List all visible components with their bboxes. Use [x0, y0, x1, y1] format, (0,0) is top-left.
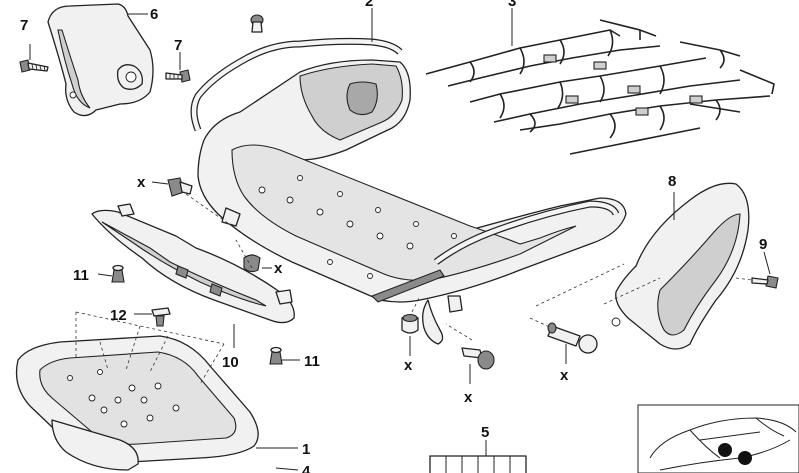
bushing-x-right[interactable] — [547, 322, 598, 354]
callout-9[interactable]: 9 — [759, 236, 767, 253]
part-8-side-cover[interactable] — [611, 182, 750, 350]
car-location-thumbnail — [637, 404, 799, 473]
leader-lines — [29, 8, 771, 471]
assembly-lines — [75, 193, 753, 385]
callout-7-left[interactable]: 7 — [20, 17, 28, 34]
callout-3[interactable]: 3 — [508, 0, 516, 10]
callout-x-bushing[interactable]: x — [404, 357, 413, 374]
callout-6[interactable]: 6 — [150, 6, 158, 23]
callout-5[interactable]: 5 — [481, 424, 489, 441]
callout-1[interactable]: 1 — [302, 441, 310, 458]
callout-x-clip-left[interactable]: x — [137, 174, 146, 191]
callout-x-clip-center[interactable]: x — [274, 260, 283, 277]
clip-x-left[interactable] — [167, 177, 193, 197]
callout-x-bushing-right[interactable]: x — [560, 367, 569, 384]
callout-8[interactable]: 8 — [668, 173, 676, 190]
bushing-x-lower[interactable] — [401, 313, 419, 334]
part-10-front-trim[interactable] — [91, 203, 295, 324]
spring-clips — [543, 54, 703, 116]
part-5-kit-box[interactable] — [429, 455, 527, 473]
part-3-spring-mat[interactable] — [425, 19, 775, 155]
callout-10[interactable]: 10 — [222, 354, 239, 371]
bolt-top[interactable] — [250, 14, 264, 33]
part-2-seat-frame[interactable] — [190, 37, 627, 345]
clip-11-left[interactable] — [111, 264, 125, 283]
callout-4[interactable]: 4 — [302, 463, 311, 473]
tray-holes — [67, 369, 180, 428]
part-1-lower-tray[interactable] — [15, 335, 259, 471]
frame-perforations — [258, 175, 457, 279]
car-location-icon — [649, 417, 797, 471]
callout-12[interactable]: 12 — [110, 307, 127, 324]
clip-x-center[interactable] — [243, 254, 261, 273]
pin-x-lower[interactable] — [461, 347, 495, 370]
callout-11-right[interactable]: 11 — [304, 353, 320, 370]
pin-12[interactable] — [151, 307, 171, 327]
part-6-side-trim[interactable] — [47, 3, 154, 117]
callout-11-left[interactable]: 11 — [73, 267, 89, 284]
callout-x-pin[interactable]: x — [464, 389, 473, 406]
part-7-screw-left[interactable] — [19, 59, 49, 73]
callout-2[interactable]: 2 — [365, 0, 373, 10]
part-7-screw-right[interactable] — [165, 69, 191, 83]
clip-11-right[interactable] — [269, 346, 283, 365]
callout-7-right[interactable]: 7 — [174, 37, 182, 54]
callout-labels: 6 7 7 2 3 8 9 x 11 12 x 10 11 x x x 1 4 … — [20, 0, 767, 473]
part-9-screw[interactable] — [751, 275, 779, 289]
